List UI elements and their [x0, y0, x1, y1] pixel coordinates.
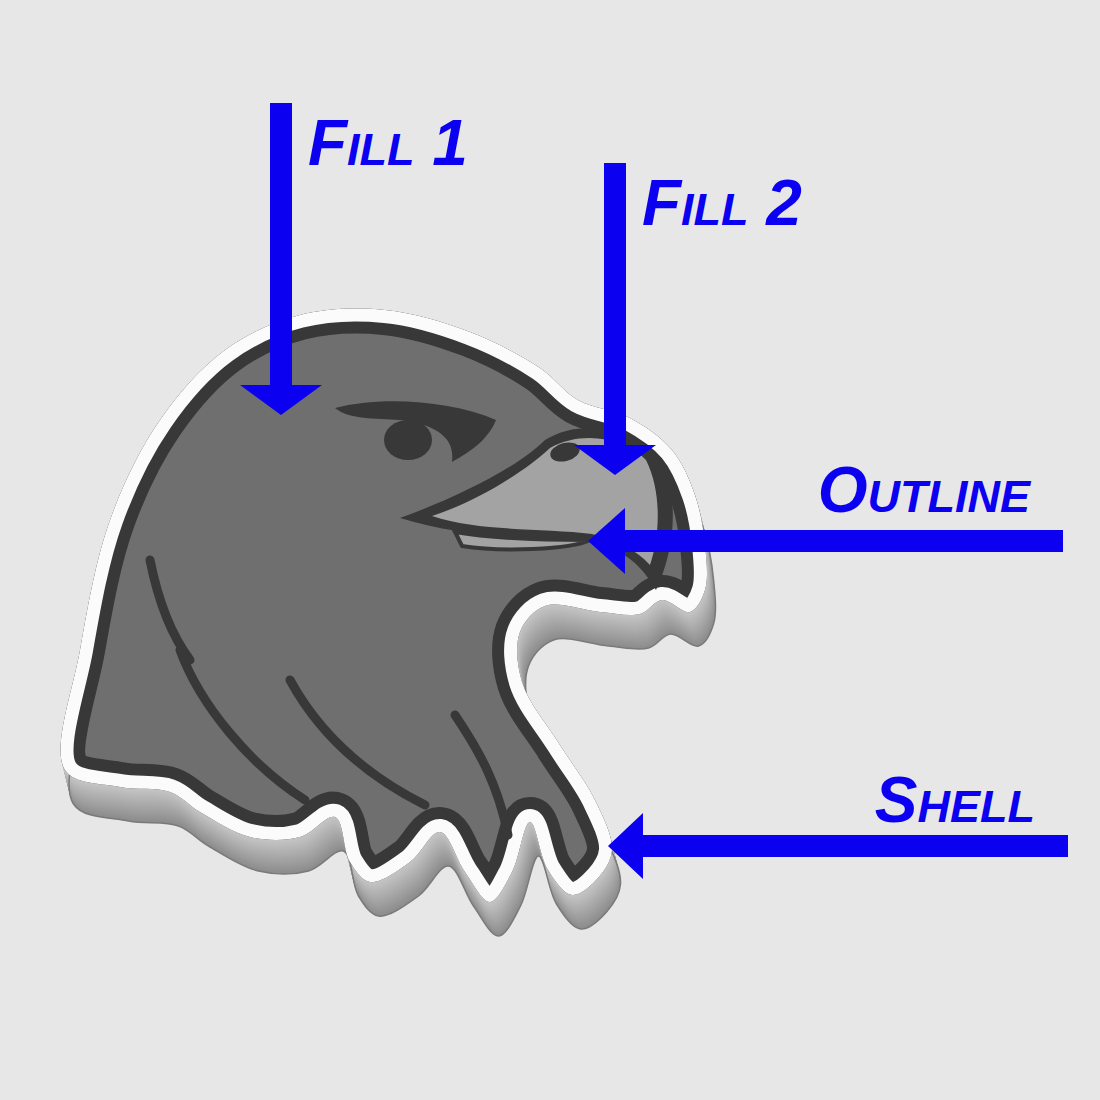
part-label: Shell	[875, 768, 1035, 832]
feather-line	[290, 680, 425, 805]
feather-line	[150, 560, 190, 660]
arrow-shaft	[604, 163, 626, 448]
part-label: Fill 1	[308, 111, 468, 175]
eagle-brow	[335, 401, 496, 462]
part-label: Fill 2	[642, 171, 802, 235]
eagle-eye	[384, 420, 432, 460]
beak-outline	[400, 428, 673, 590]
arrow-shaft	[622, 530, 1063, 552]
arrow-head	[574, 445, 656, 475]
feather-line	[180, 650, 305, 800]
lower-beak	[455, 532, 590, 549]
arrow-shaft	[270, 103, 292, 388]
part-label: Outline	[818, 458, 1030, 522]
arrow-shaft	[640, 835, 1068, 857]
arrow-head	[240, 385, 322, 415]
pointer-arrows	[240, 103, 1068, 879]
arrow-head	[608, 813, 643, 879]
feather-line	[455, 715, 508, 835]
arrow-head	[588, 508, 625, 574]
nostril	[548, 439, 582, 464]
